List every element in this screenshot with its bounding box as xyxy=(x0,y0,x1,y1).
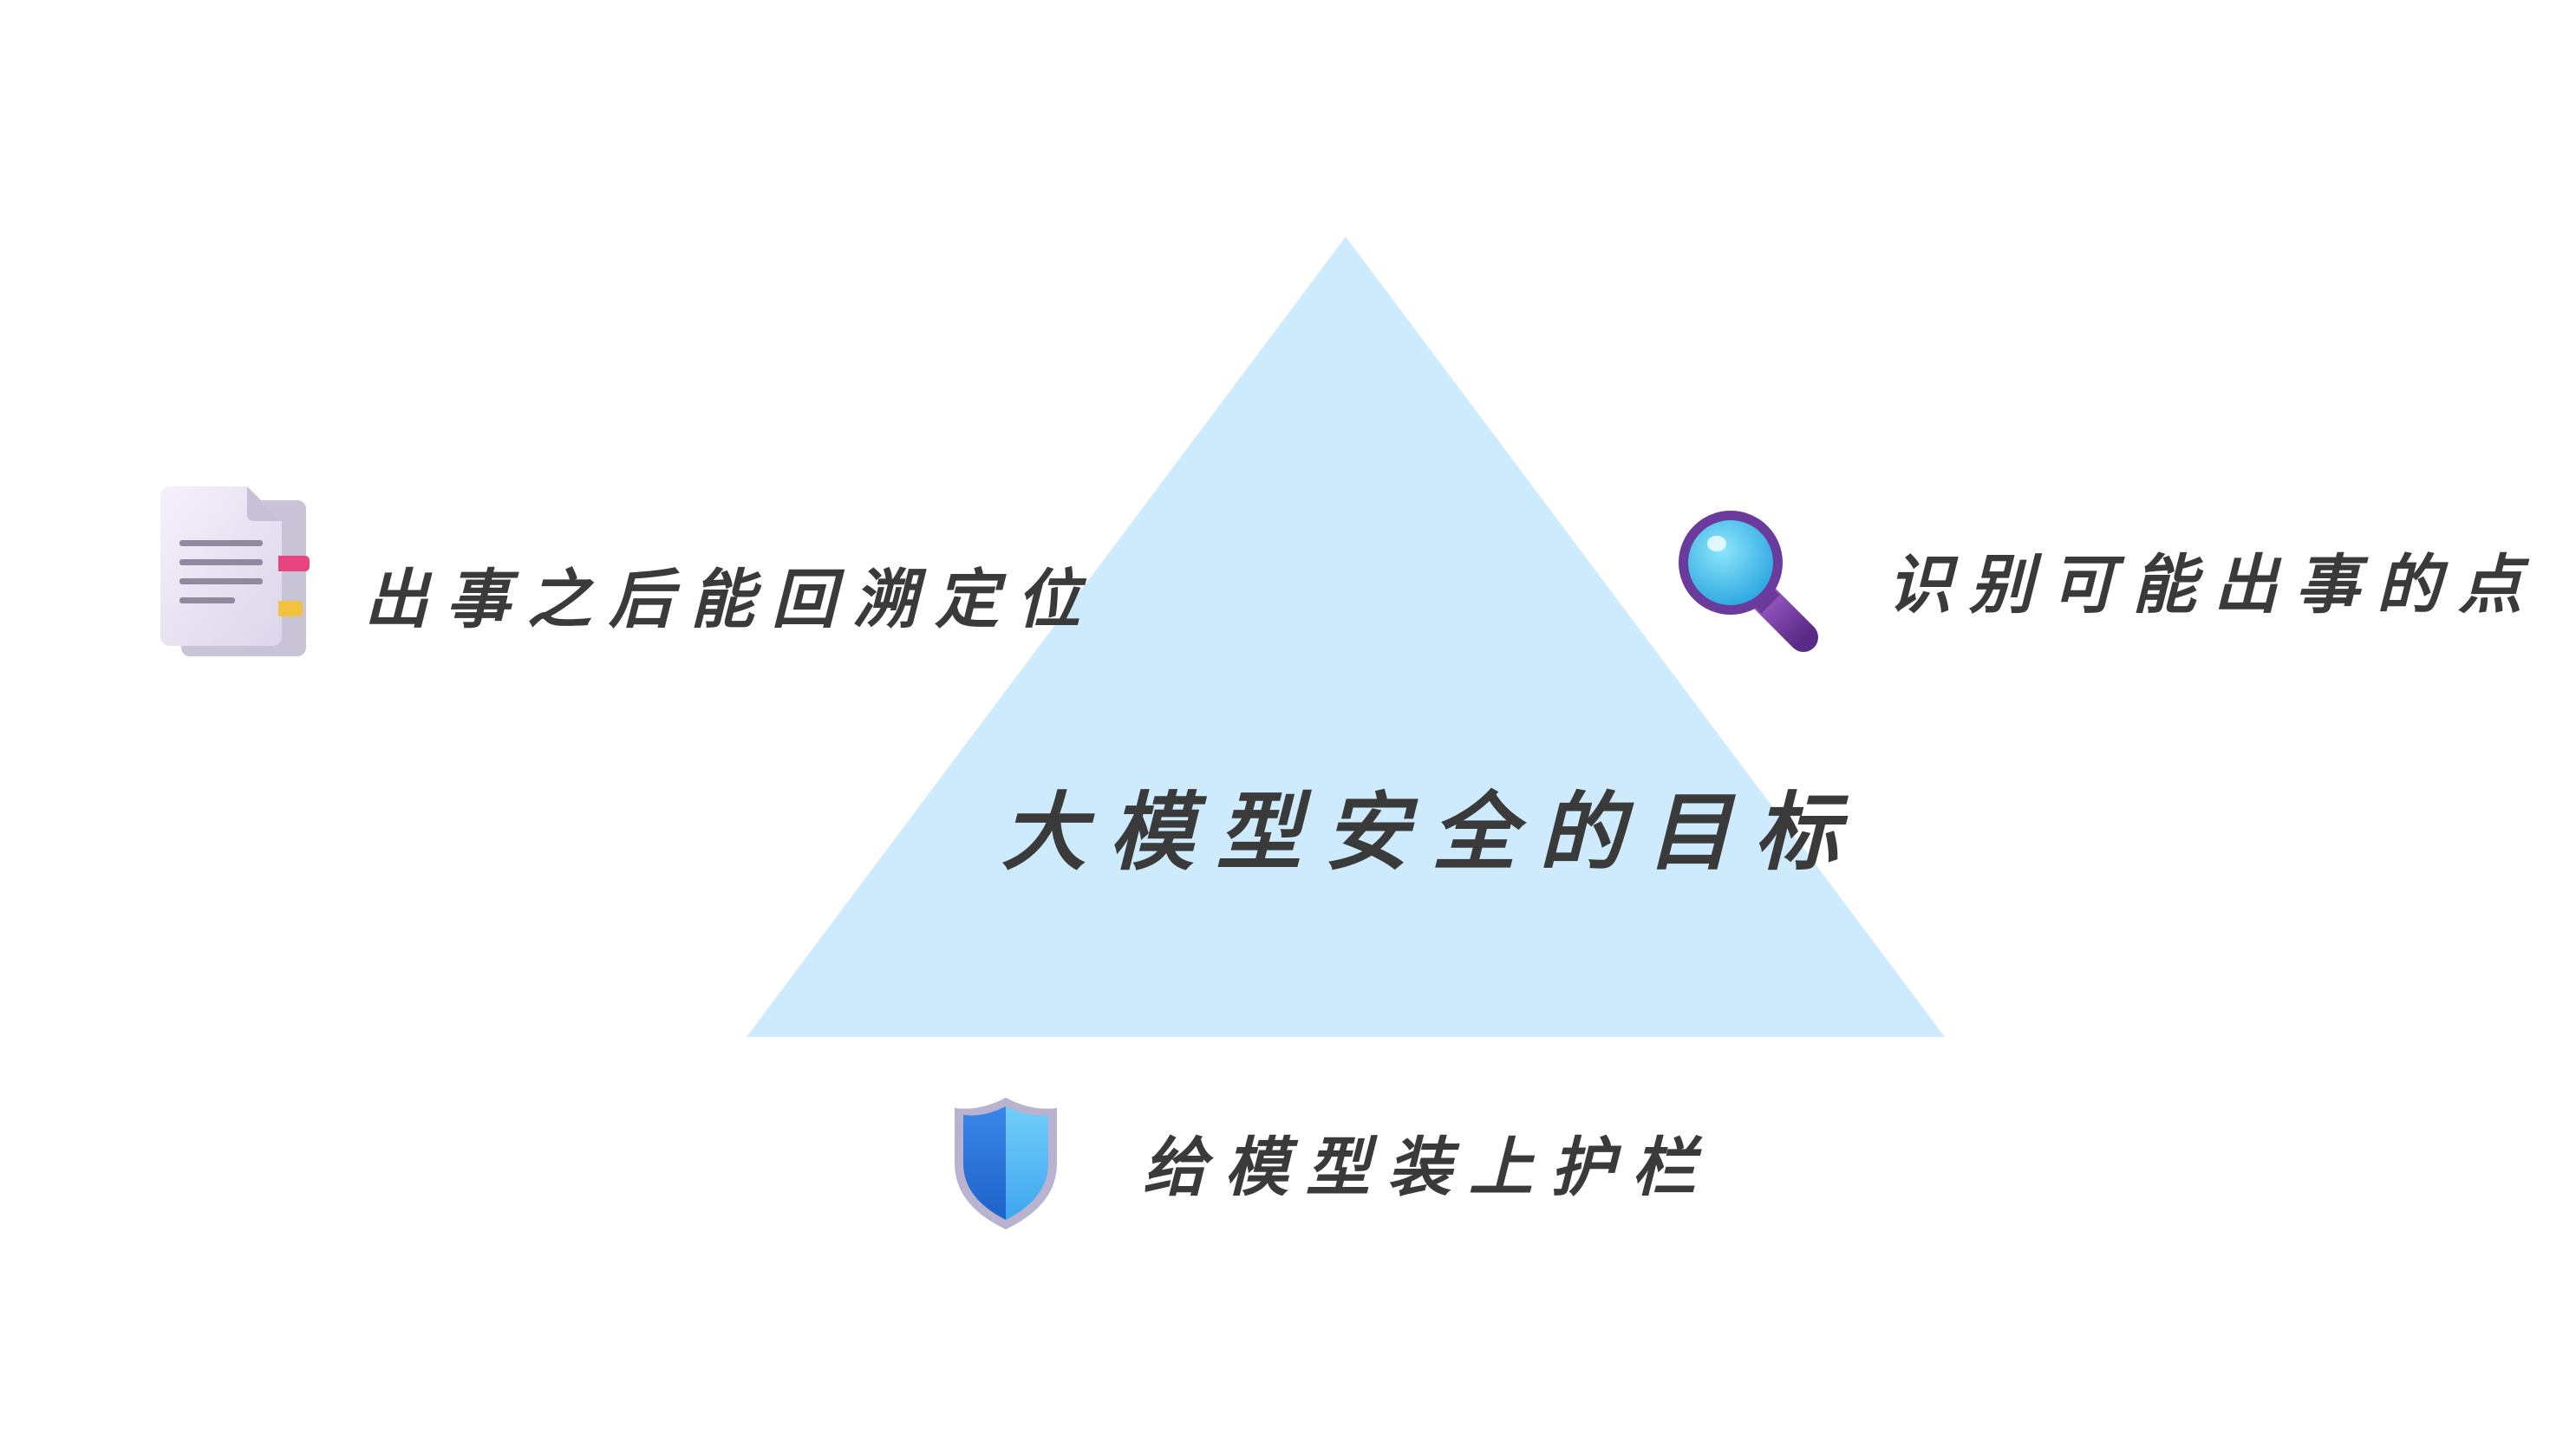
node-label-right: 识别可能出事的点 xyxy=(1888,548,2540,622)
node-label-bottom: 给模型装上护栏 xyxy=(1143,1131,1713,1205)
triangle-shape xyxy=(747,237,1945,1037)
document-icon xyxy=(160,486,310,656)
center-title: 大模型安全的目标 xyxy=(1001,784,1862,883)
shield-icon xyxy=(955,1098,1057,1229)
magnifier-icon xyxy=(1679,511,1818,652)
node-label-left: 出事之后能回溯定位 xyxy=(364,563,1098,637)
